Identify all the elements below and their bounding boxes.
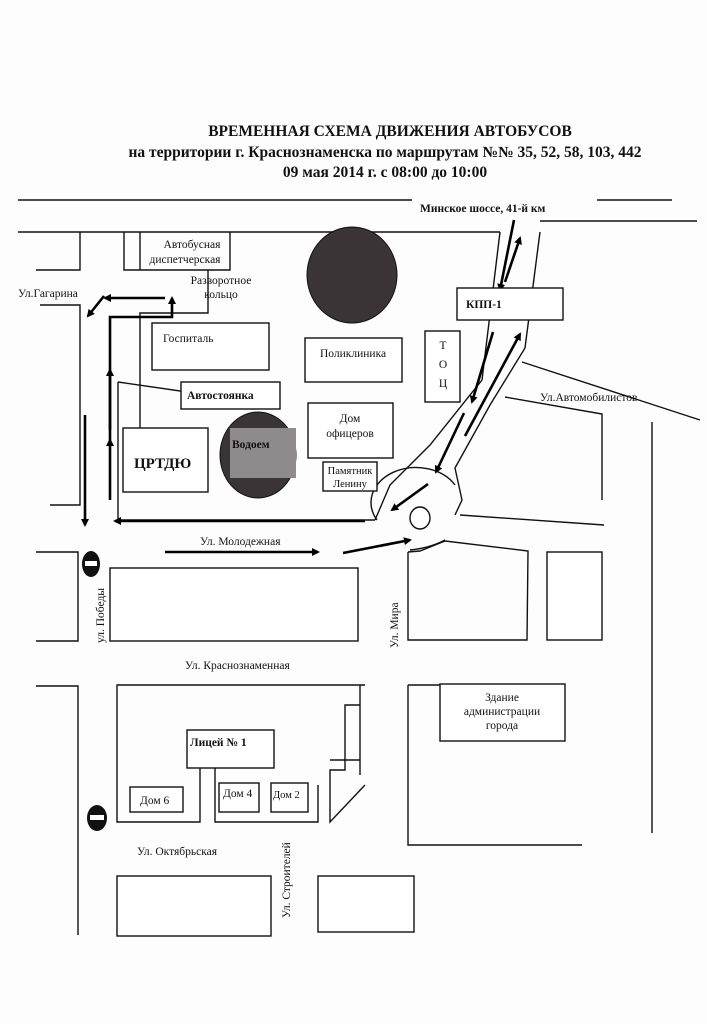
- title-line1: ВРЕМЕННАЯ СХЕМА ДВИЖЕНИЯ АВТОБУСОВ: [208, 123, 572, 140]
- building-crtdyu: [122, 427, 209, 493]
- building-dom4: [218, 782, 260, 813]
- block: [407, 540, 529, 641]
- label-dom2: Дом 2: [273, 790, 300, 801]
- street-gagarina: Ул.Гагарина: [18, 288, 78, 300]
- block: [116, 875, 272, 937]
- label-toc-3: Ц: [439, 378, 448, 390]
- label-dispatch-2: диспетчерская: [150, 254, 222, 266]
- building-parking: [180, 381, 281, 410]
- street-minsk-highway: Минское шоссе, 41-й км: [420, 203, 546, 215]
- building-officers-house: [307, 402, 394, 459]
- label-parking: Автостоянка: [187, 390, 254, 402]
- label-dom6: Дом 6: [140, 795, 170, 807]
- street-oktyabrskaya: Ул. Октябрьская: [137, 846, 218, 858]
- building-lyceum: [186, 729, 275, 769]
- lenin-monument: [322, 461, 378, 492]
- label-hospital: Госпиталь: [163, 333, 213, 345]
- label-turnaround-2: кольцо: [204, 289, 238, 301]
- label-officers-2: офицеров: [326, 428, 374, 440]
- admin-block: [407, 685, 582, 846]
- building-clinic: [304, 337, 403, 383]
- building-dom2: [270, 782, 309, 813]
- building-kpp: [456, 287, 564, 321]
- street-molodezhnaya: Ул. Молодежная: [200, 536, 281, 548]
- roundabout: [409, 506, 431, 530]
- label-officers-1: Дом: [340, 413, 361, 425]
- label-dom4: Дом 4: [223, 788, 253, 800]
- title-line3: 09 мая 2014 г. с 08:00 до 10:00: [283, 164, 487, 181]
- label-lyceum: Лицей № 1: [190, 737, 247, 749]
- street-pobedy: ул. Победы: [95, 588, 107, 643]
- label-admin-3: города: [486, 720, 518, 732]
- round-structure: [306, 226, 398, 324]
- title-line2: на территории г. Краснознаменска по марш…: [128, 144, 641, 161]
- no-entry-sign-icon: [87, 805, 107, 831]
- label-admin-2: администрации: [464, 706, 540, 718]
- label-pond: Водоем: [232, 439, 270, 451]
- no-entry-sign-icon: [82, 551, 100, 577]
- street-avtomobilistov: Ул.Автомобилистов: [540, 392, 638, 404]
- street-krasnoznamennaya: Ул. Краснознаменная: [185, 660, 290, 672]
- block: [109, 567, 359, 642]
- label-toc-2: О: [439, 359, 447, 371]
- label-monument-2: Ленину: [333, 479, 368, 490]
- label-clinic: Поликлиника: [320, 348, 386, 360]
- block: [317, 875, 415, 933]
- label-dispatch: Автобусная: [164, 239, 222, 251]
- building-hospital: [151, 322, 270, 371]
- building-administration: [439, 683, 566, 742]
- street-mira: Ул. Мира: [389, 602, 401, 648]
- label-monument-1: Памятник: [328, 466, 374, 477]
- label-admin-1: Здание: [485, 692, 519, 704]
- street-stroiteley: Ул. Строителей: [281, 842, 293, 918]
- label-crtdyu: ЦРТДЮ: [134, 456, 191, 472]
- pond-square: [230, 428, 296, 478]
- label-turnaround: Разворотное: [191, 275, 252, 287]
- label-kpp: КПП-1: [466, 299, 502, 311]
- label-toc-1: Т: [439, 340, 446, 352]
- building-toc: [424, 330, 461, 403]
- building-dom6: [129, 786, 184, 813]
- block: [546, 551, 603, 641]
- bus-route-arrows: [81, 219, 522, 556]
- lyceum-block: [116, 684, 365, 823]
